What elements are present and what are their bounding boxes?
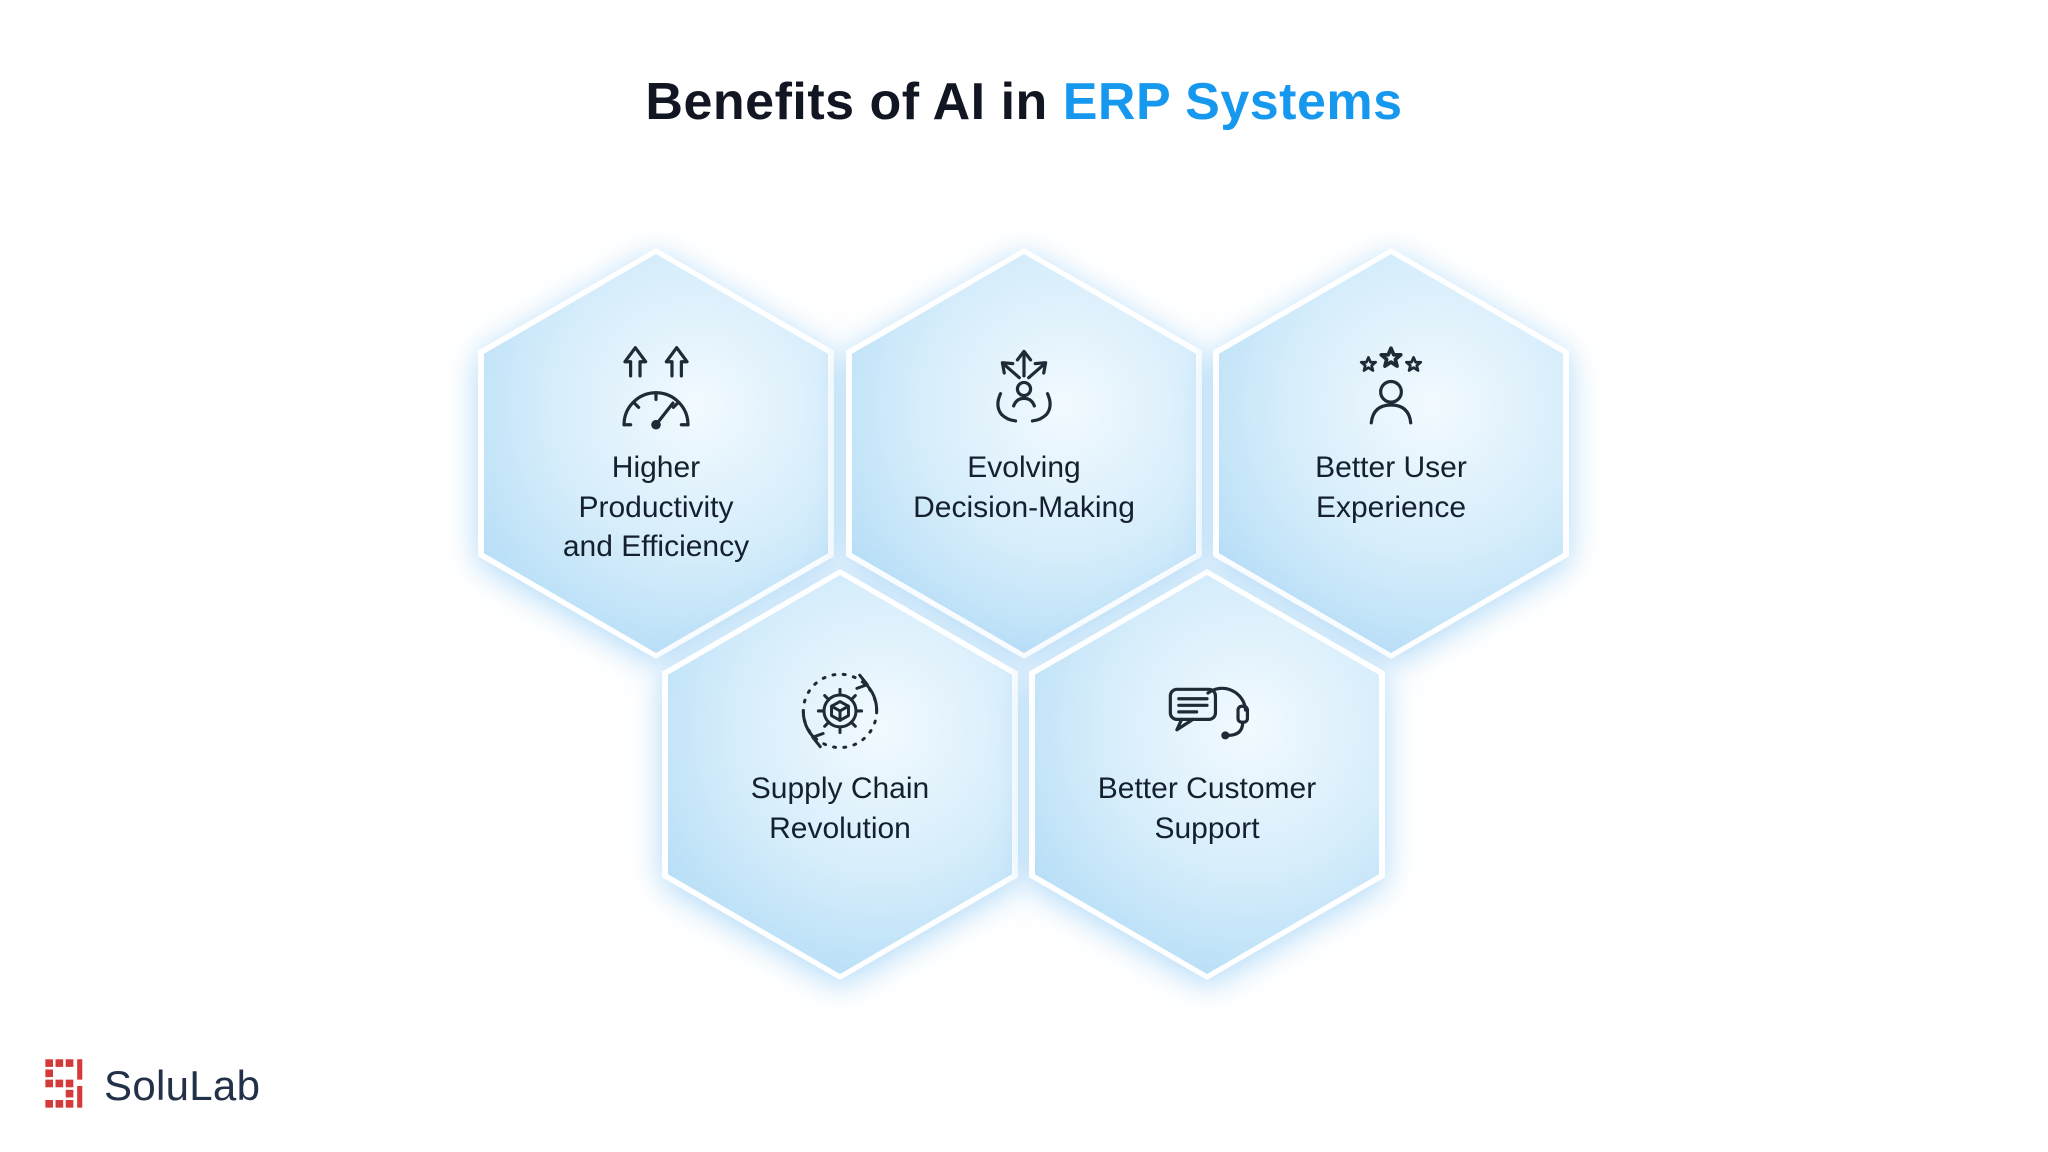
solulab-logo-text: SoluLab — [104, 1062, 261, 1109]
hexagon-card-user-experience: Better User Experience — [1213, 248, 1569, 659]
page-title: Benefits of AI in ERP Systems — [0, 72, 2048, 132]
user-stars-icon — [1359, 346, 1423, 425]
title-highlight: ERP Systems — [1062, 73, 1403, 131]
hexagon-label: Higher Productivity and Efficiency — [562, 451, 750, 564]
hexagon-body: Better User Experience — [1219, 254, 1563, 653]
hexagon-card-supply-chain: Supply Chain Revolution — [662, 569, 1018, 980]
gear-cube-cycle-icon — [801, 672, 879, 750]
speedometer-arrows-icon — [622, 346, 690, 430]
solulab-logo-icon — [45, 1059, 83, 1108]
headset-chat-icon — [1168, 686, 1250, 740]
hexagon-label: Evolving Decision-Making — [913, 451, 1135, 524]
title-prefix: Benefits of AI in — [645, 73, 1063, 131]
hexagon-card-productivity: Higher Productivity and Efficiency — [478, 248, 834, 659]
hexagon-card-customer-support: Better Customer Support — [1029, 569, 1385, 980]
hexagon-card-decision-making: Evolving Decision-Making — [846, 248, 1202, 659]
solulab-logo: SoluLab — [44, 1058, 260, 1114]
hexagon-body: Better Customer Support — [1035, 575, 1379, 974]
hexagon-body: Supply Chain Revolution — [668, 575, 1012, 974]
hexagon-label: Supply Chain Revolution — [750, 772, 930, 845]
hexagon-label: Better User Experience — [1315, 451, 1467, 524]
decision-branching-hands-icon — [996, 349, 1052, 423]
hexagon-label: Better Customer Support — [1097, 772, 1317, 845]
